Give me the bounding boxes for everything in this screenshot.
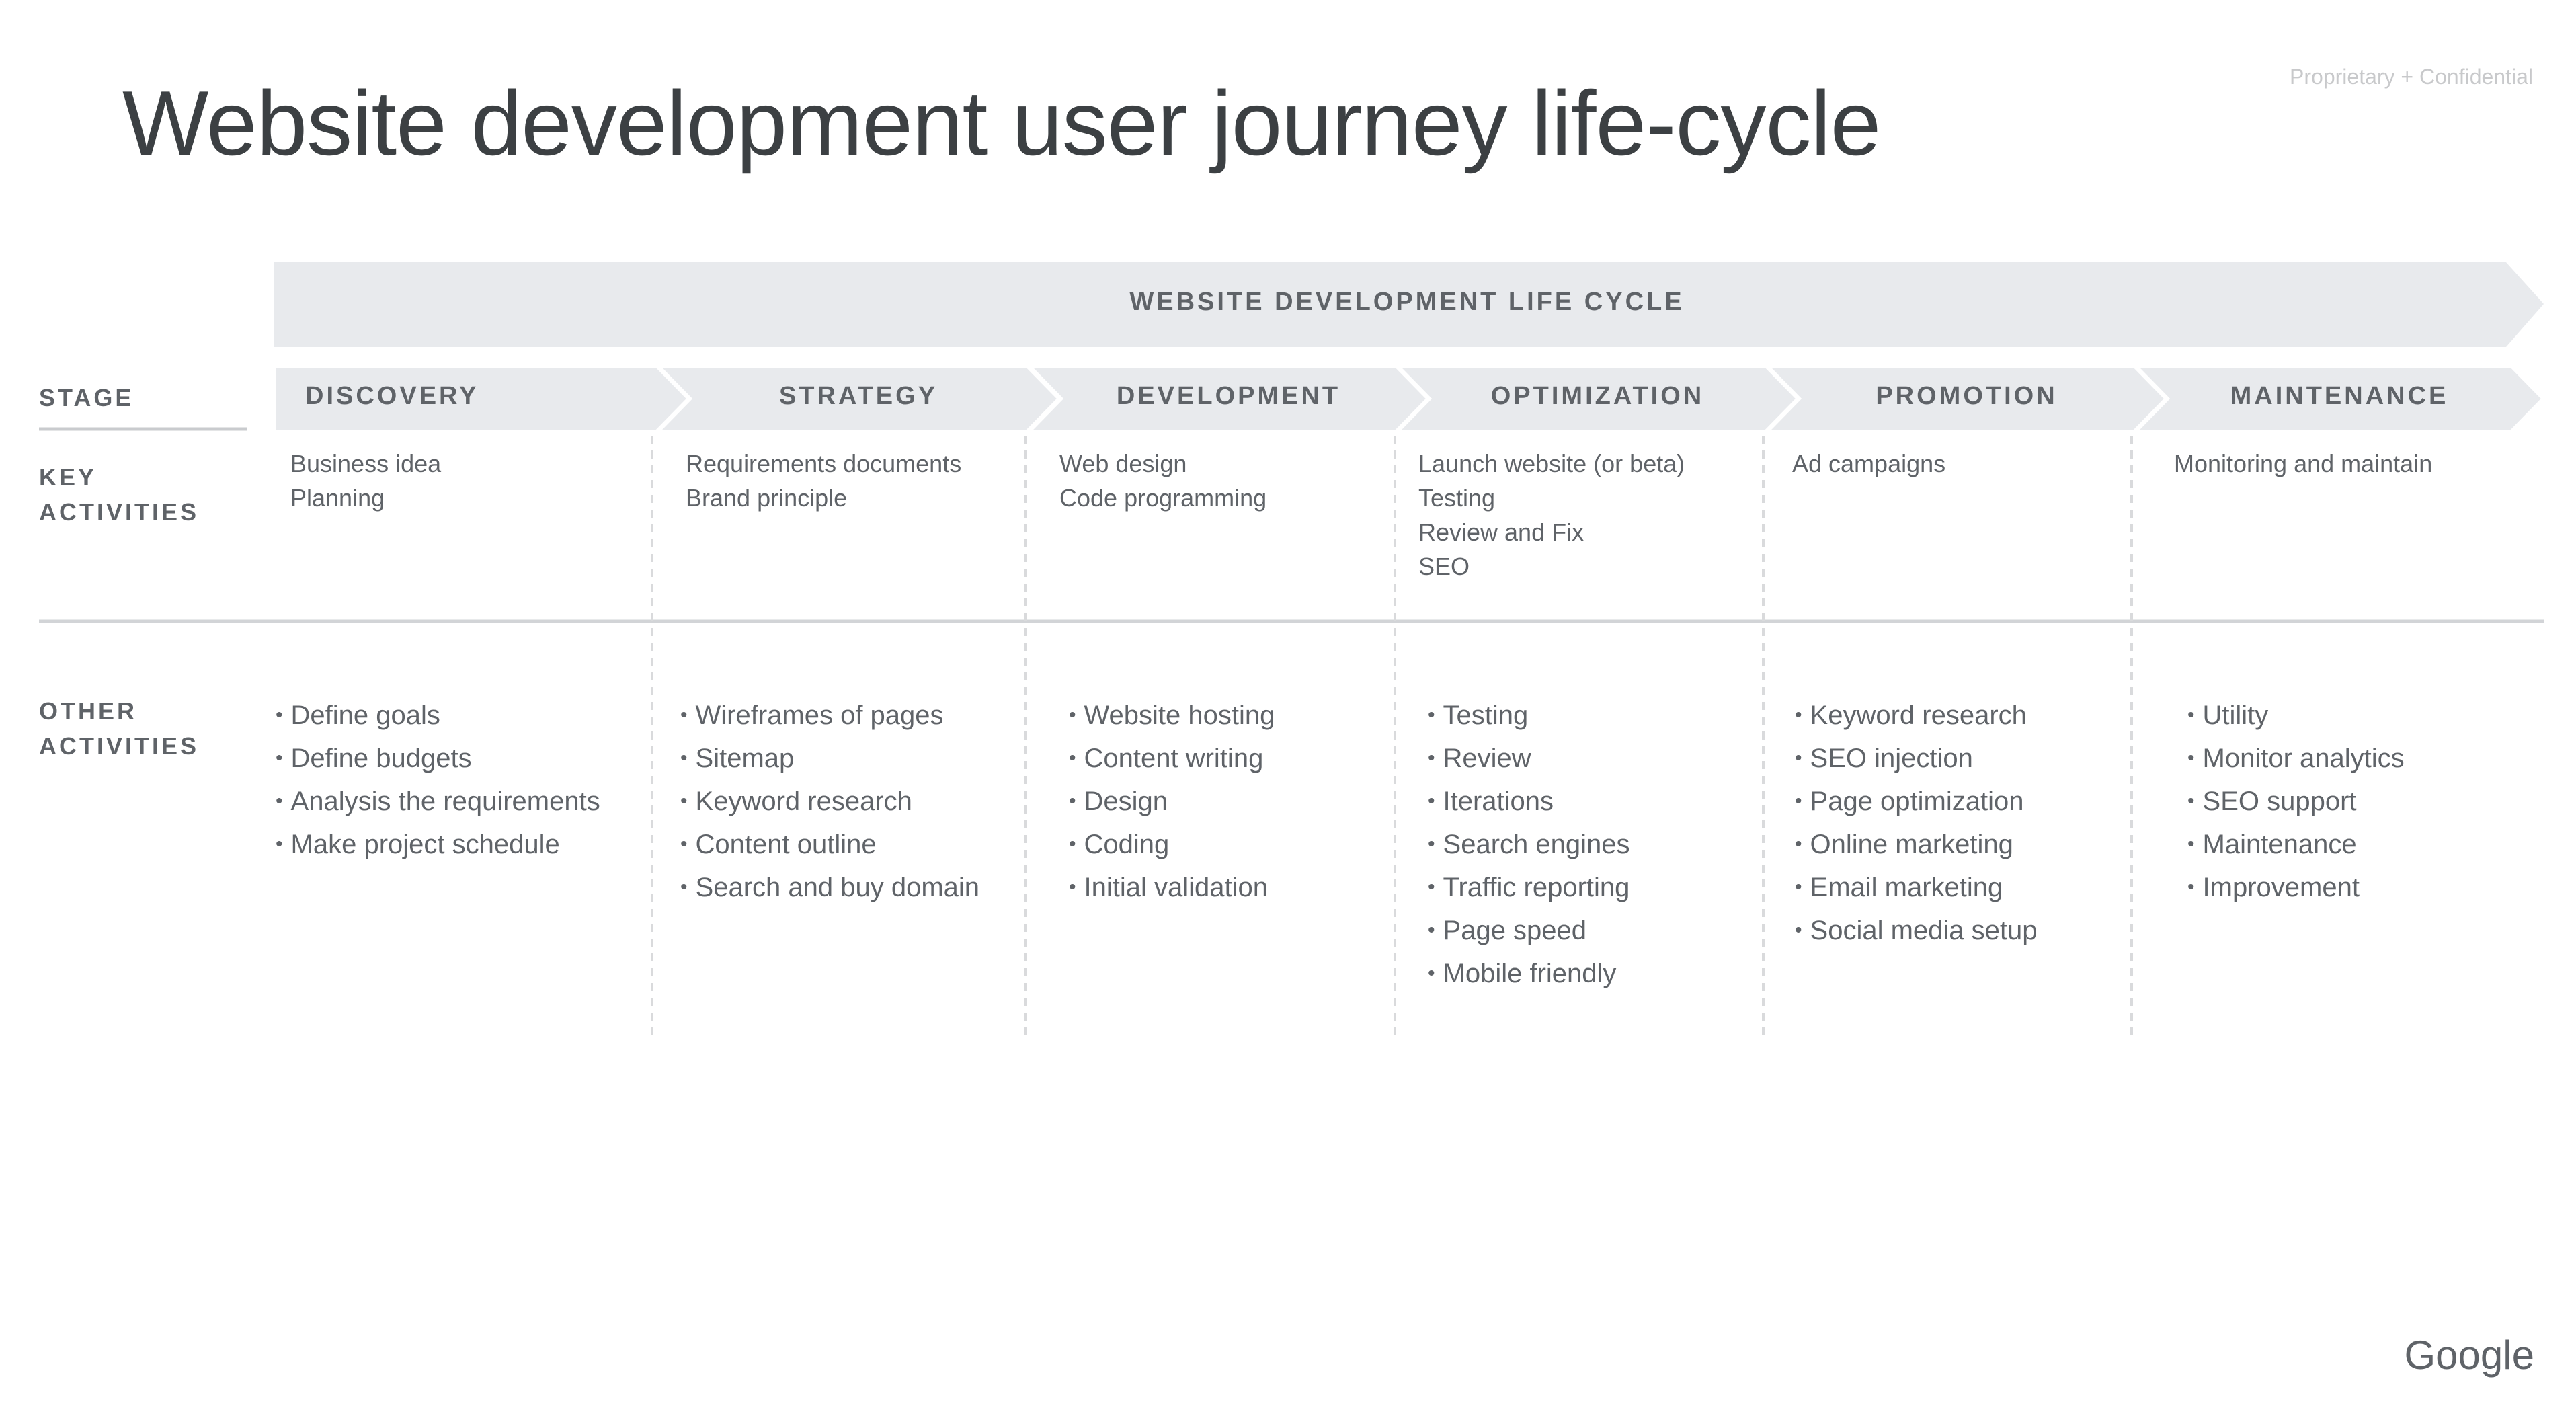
other-activity-item: Review bbox=[1428, 737, 1629, 780]
other-activity-item: Testing bbox=[1428, 694, 1629, 737]
stage-label-discovery: DISCOVERY bbox=[305, 382, 479, 410]
other-activity-item: Page speed bbox=[1428, 909, 1629, 952]
lifecycle-banner-arrow bbox=[274, 262, 2544, 347]
other-activity-item: Wireframes of pages bbox=[680, 694, 979, 737]
other-activity-item: Monitor analytics bbox=[2187, 737, 2405, 780]
other-activity-item: Traffic reporting bbox=[1428, 866, 1630, 909]
key-activity-item: Code programming bbox=[1059, 484, 1267, 512]
other-activity-item: Search and buy domain bbox=[680, 866, 980, 909]
other-activity-item: Email marketing bbox=[1795, 866, 2037, 909]
other-activity-item: Improvement bbox=[2187, 866, 2405, 909]
stage-label-maintenance: MAINTENANCE bbox=[2230, 382, 2449, 410]
other-activity-item: Make project schedule bbox=[276, 823, 600, 866]
other-activity-item: Content outline bbox=[680, 823, 979, 866]
page-title: Website development user journey life-cy… bbox=[122, 72, 1881, 174]
key-activity-item: Ad campaigns bbox=[1792, 450, 1946, 477]
other-activity-item: Search engines bbox=[1428, 823, 1630, 866]
confidential-label: Proprietary + Confidential bbox=[2290, 65, 2533, 89]
other-activity-item: Coding bbox=[1069, 823, 1275, 866]
other-activity-item: Initial validation bbox=[1069, 866, 1275, 909]
key-activity-item: Requirements documents bbox=[686, 450, 962, 477]
other-activity-item: Iterations bbox=[1428, 780, 1629, 823]
key-activity-item: Launch website (or beta) bbox=[1418, 450, 1685, 477]
stage-label-development: DEVELOPMENT bbox=[1116, 382, 1341, 410]
other-activity-item: Sitemap bbox=[680, 737, 979, 780]
other-activity-item: Define goals bbox=[276, 694, 600, 737]
other-activities-list: Keyword researchSEO injectionPage optimi… bbox=[1795, 694, 2038, 952]
key-activity-item: Brand principle bbox=[686, 484, 848, 512]
key-activity-item: Testing bbox=[1418, 484, 1496, 512]
row-label-stage: STAGE bbox=[39, 384, 134, 411]
other-activity-item: Content writing bbox=[1069, 737, 1275, 780]
stage-label-optimization: OPTIMIZATION bbox=[1490, 382, 1705, 410]
other-activities-list: UtilityMonitor analyticsSEO supportMaint… bbox=[2187, 694, 2405, 909]
other-activity-item: Analysis the requirements bbox=[276, 780, 600, 823]
other-activities-list: TestingReviewIterationsSearch enginesTra… bbox=[1428, 694, 1630, 995]
other-activities-list: Wireframes of pagesSitemapKeyword resear… bbox=[680, 694, 980, 909]
other-activity-item: Website hosting bbox=[1069, 694, 1275, 737]
row-label-other-activities: OTHER ACTIVITIES bbox=[39, 697, 200, 760]
key-activities-list: Ad campaigns bbox=[1792, 446, 1945, 481]
other-activities-list: Define goalsDefine budgetsAnalysis the r… bbox=[276, 694, 600, 866]
key-activity-item: Monitoring and maintain bbox=[2174, 450, 2433, 477]
lifecycle-banner-label: WEBSITE DEVELOPMENT LIFE CYCLE bbox=[1129, 288, 1685, 316]
stage-arrow-maintenance bbox=[2130, 364, 2547, 434]
other-activity-item: Define budgets bbox=[276, 737, 600, 780]
other-activity-item: Social media setup bbox=[1795, 909, 2038, 952]
row-label-key-activities: KEY ACTIVITIES bbox=[39, 463, 200, 526]
other-activity-item: SEO injection bbox=[1795, 737, 2037, 780]
other-activity-item: Utility bbox=[2187, 694, 2405, 737]
stage-label-promotion: PROMOTION bbox=[1876, 382, 2058, 410]
key-activity-item: SEO bbox=[1418, 553, 1470, 580]
other-activity-item: Keyword research bbox=[1795, 694, 2037, 737]
other-activity-item: Keyword research bbox=[680, 780, 979, 823]
other-activity-item: Maintenance bbox=[2187, 823, 2405, 866]
key-activity-item: Planning bbox=[290, 484, 385, 512]
key-activity-item: Review and Fix bbox=[1418, 518, 1584, 546]
key-activity-item: Business idea bbox=[290, 450, 442, 477]
google-logo: Google bbox=[2404, 1333, 2534, 1378]
other-activity-item: SEO support bbox=[2187, 780, 2405, 823]
key-activities-list: Monitoring and maintain bbox=[2174, 446, 2432, 481]
other-activities-list: Website hostingContent writingDesignCodi… bbox=[1069, 694, 1275, 909]
stage-column-promotion: Ad campaigns bbox=[1792, 446, 1945, 481]
other-activity-item: Design bbox=[1069, 780, 1275, 823]
stage-column-maintenance: Monitoring and maintain bbox=[2174, 446, 2432, 481]
other-activity-item: Page optimization bbox=[1795, 780, 2037, 823]
other-activity-item: Online marketing bbox=[1795, 823, 2037, 866]
key-activity-item: Web design bbox=[1059, 450, 1187, 477]
other-activity-item: Mobile friendly bbox=[1428, 952, 1629, 995]
stage-label-strategy: STRATEGY bbox=[778, 382, 938, 410]
